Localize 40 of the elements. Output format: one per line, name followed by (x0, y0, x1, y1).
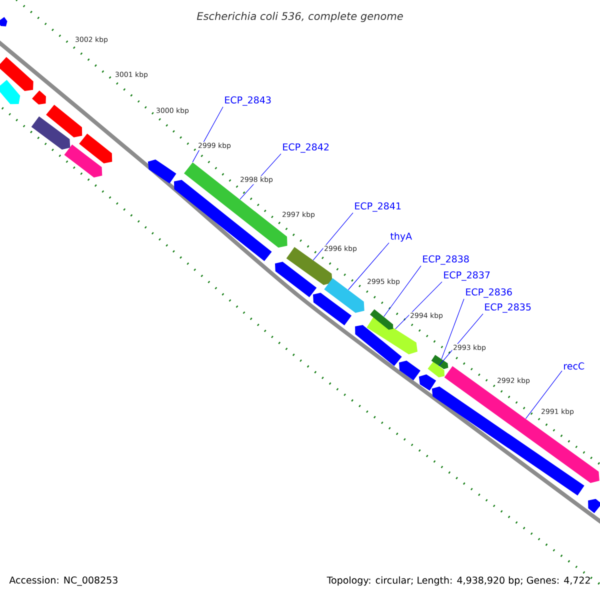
gene-label: ECP_2836 (466, 288, 512, 298)
accession-text: Accession: NC_008253 (9, 576, 118, 586)
gene-bar (64, 144, 102, 178)
gene-bar (324, 278, 364, 313)
gene-bar (398, 360, 420, 380)
leader-line (192, 106, 224, 162)
gene-bar (46, 104, 82, 138)
gene-bar (432, 386, 584, 496)
gene-label: ECP_2835 (485, 303, 531, 313)
gene-bar (312, 292, 352, 326)
gene-label: ECP_2842 (283, 143, 329, 153)
leader-line (395, 282, 442, 330)
title: Escherichia coli 536, complete genome (196, 12, 403, 22)
gene-bar (428, 362, 444, 378)
gene-bar (418, 374, 436, 391)
leader-line (348, 242, 390, 290)
gene-bar (0, 17, 8, 26)
gene-bar (79, 134, 112, 164)
leader-line (525, 370, 562, 419)
gene-bar (355, 324, 402, 366)
gene-bar (0, 57, 34, 91)
gene-label: ECP_2843 (225, 96, 271, 106)
leader-line (441, 298, 464, 360)
gene-label: ECP_2837 (444, 271, 490, 281)
gene-label: ECP_2841 (355, 202, 401, 212)
genome-info-text: Topology: circular; Length: 4,938,920 bp; Genes: 4,722 (326, 576, 590, 586)
gene-bar (588, 498, 600, 514)
leader-line (384, 266, 422, 317)
gene-bar (370, 309, 394, 330)
gene-label: recC (564, 362, 584, 370)
gene-bar (31, 116, 70, 150)
gene-bar (32, 90, 46, 105)
gene-label: ECP_2838 (423, 255, 469, 265)
leader-line (438, 314, 484, 366)
gene-label: thyA (390, 232, 412, 242)
leader-line (312, 212, 354, 260)
gene-bar (431, 354, 448, 370)
gene-bar (148, 159, 176, 184)
gene-bar (0, 80, 20, 104)
gene-bar (275, 262, 317, 298)
